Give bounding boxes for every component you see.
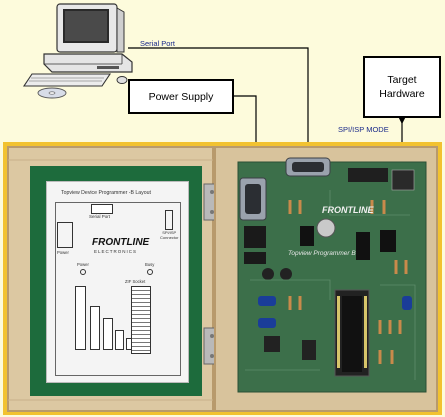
target-hardware-label-line2: Hardware xyxy=(379,88,425,100)
layout-zif-socket xyxy=(131,286,151,354)
layout-chip-14 xyxy=(115,330,124,350)
layout-chip-20 xyxy=(103,318,113,350)
layout-chip-40 xyxy=(75,286,86,350)
layout-brand-sub: ELECTRONICS xyxy=(94,249,138,254)
power-supply-box: Power Supply xyxy=(128,79,234,114)
target-hardware-box: Target Hardware xyxy=(363,56,441,118)
layout-power-led xyxy=(80,269,86,275)
layout-power-label: Power xyxy=(57,250,69,255)
layout-board-outline xyxy=(55,202,181,376)
layout-sheet: Topview Device Programmer -B Layout Seri… xyxy=(46,181,189,383)
layout-zif-label: ZIF Socket xyxy=(125,279,146,284)
power-supply-label: Power Supply xyxy=(148,90,214,103)
layout-chip-28 xyxy=(90,306,100,350)
layout-spi-connector xyxy=(165,210,173,230)
layout-power-connector xyxy=(57,222,73,248)
target-hardware-label-line1: Target xyxy=(387,74,417,86)
layout-power-led-label: Power xyxy=(77,262,89,267)
computer-illustration xyxy=(22,3,133,99)
layout-busy-led xyxy=(147,269,153,275)
layout-serial-port xyxy=(91,204,113,214)
layout-sheet-title: Topview Device Programmer -B Layout xyxy=(61,190,151,196)
layout-busy-label: Busy xyxy=(145,262,155,267)
board-brand: FRONTLINE xyxy=(322,205,374,215)
serial-port-label: Serial Port xyxy=(140,39,176,48)
layout-spi-label: SPI/ISP Connector xyxy=(160,230,179,240)
spi-isp-mode-label: SPI/ISP MODE xyxy=(338,125,389,134)
layout-serial-port-label: Serial Port xyxy=(89,214,111,219)
layout-brand: FRONTLINE xyxy=(92,237,150,248)
board-model: Topview Programmer B xyxy=(288,250,356,257)
